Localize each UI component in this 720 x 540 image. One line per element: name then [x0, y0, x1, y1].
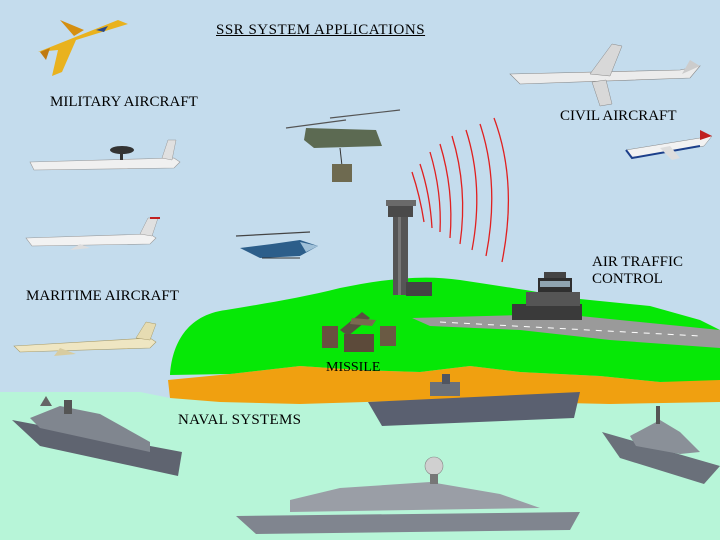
lynx-helicopter-icon	[235, 231, 318, 259]
page-title: SSR SYSTEM APPLICATIONS	[216, 22, 426, 38]
maritime-patrol-aircraft-icon	[13, 321, 157, 356]
green-land	[170, 277, 720, 382]
atc-building	[512, 272, 582, 320]
runway	[412, 314, 720, 348]
sea	[0, 392, 720, 540]
aircraft-carrier-icon	[368, 374, 580, 426]
missile-launchers-icon	[322, 312, 396, 352]
eurofighter-jet-icon	[38, 20, 128, 76]
air-traffic-control-label: AIR TRAFFIC CONTROL	[592, 254, 683, 288]
radar-tower	[386, 200, 432, 296]
civil-airliner-icon	[625, 130, 713, 160]
military-aircraft-label: MILITARY AIRCRAFT	[50, 94, 198, 110]
frigate-ship-icon	[602, 406, 720, 484]
bottom-frigate-icon	[236, 456, 580, 534]
maritime-aircraft-label: MARITIME AIRCRAFT	[26, 288, 179, 304]
civil-aircraft-label: CIVIL AIRCRAFT	[560, 108, 677, 124]
chinook-helicopter-icon	[285, 109, 401, 182]
destroyer-ship-icon	[12, 396, 182, 476]
aew-aircraft-icon	[29, 139, 181, 171]
missile-label: MISSILE	[326, 360, 381, 375]
naval-systems-label: NAVAL SYSTEMS	[178, 412, 302, 428]
civil-jumbo-jet-icon	[509, 43, 701, 107]
business-jet-icon	[25, 217, 160, 250]
radar-waves	[411, 117, 510, 263]
